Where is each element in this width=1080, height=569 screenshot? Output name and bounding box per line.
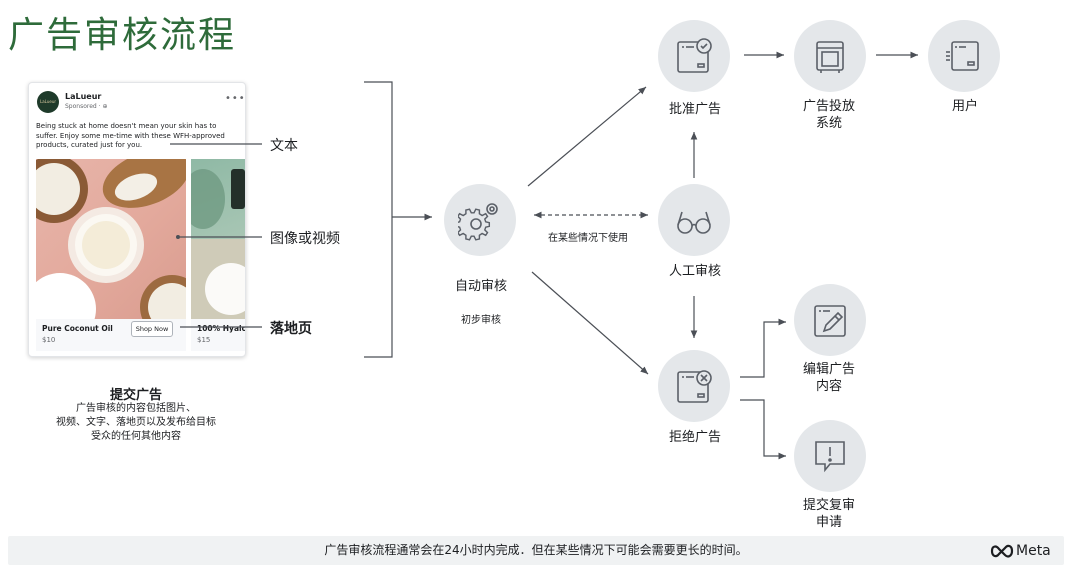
product-price-1: $10 [42, 336, 56, 344]
meta-logo-text: Meta [1016, 543, 1051, 559]
submit-desc-line-3: 受众的任何其他内容 [91, 431, 181, 442]
auto-review-sublabel: 初步审核 [461, 315, 501, 326]
ad-delivery-line-1: 广告投放 [802, 99, 855, 114]
meta-logo: Meta [990, 540, 1051, 562]
shop-now-button[interactable]: Shop Now [131, 321, 173, 337]
approve-ad-label: 批准广告 [668, 102, 721, 117]
exclamation-icon [815, 441, 845, 473]
manual-review-label: 人工审核 [668, 264, 721, 279]
product-name-2: 100% Hyalo [197, 324, 246, 333]
arrow-reject-appeal [740, 399, 786, 460]
auto-review-label: 自动审核 [454, 279, 507, 294]
submit-ad-title: 提交广告 [109, 388, 162, 403]
product-name-1: Pure Coconut Oil [42, 324, 113, 333]
edit-ad-node [794, 284, 866, 356]
ad-brand-name: LaLueur [65, 92, 102, 101]
product-image-coconut-oil [36, 159, 186, 319]
approve-ad-node [658, 20, 730, 92]
footer-note: 广告审核流程通常会在24小时内完成．但在某些情况下可能会需要更长的时间。 [324, 543, 748, 557]
more-options-icon[interactable]: ••• [225, 93, 246, 104]
auto-review-node [444, 184, 516, 256]
pencil-icon [814, 305, 846, 337]
ad-body-text: Being stuck at home doesn't mean your sk… [36, 122, 225, 149]
window-icon [946, 41, 979, 71]
page-title: 广告审核流程 [8, 15, 237, 56]
submit-desc-line-1: 广告审核的内容包括图片、 [76, 403, 196, 414]
sponsored-label: Sponsored · ⊕ [65, 103, 108, 110]
glasses-icon [677, 211, 711, 234]
product-image-hyaluronic [191, 159, 245, 319]
avatar: LaLueur [37, 91, 59, 113]
submit-ad-description: 广告审核的内容包括图片、 视频、文字、落地页以及发布给目标 受众的任何其他内容 [28, 402, 244, 444]
ad-delivery-line-2: 系统 [815, 116, 842, 131]
annotation-media: 图像或视频 [270, 231, 340, 247]
ad-delivery-label: 广告投放 系统 [784, 98, 874, 132]
edit-ad-line-2: 内容 [815, 379, 842, 394]
annotation-landing-page: 落地页 [270, 321, 312, 337]
appeal-line-1: 提交复审 [802, 498, 855, 513]
ad-delivery-node [794, 20, 866, 92]
reject-ad-label: 拒绝广告 [668, 430, 721, 445]
arrow-auto-approve [527, 86, 647, 187]
submit-desc-line-2: 视频、文字、落地页以及发布给目标 [56, 417, 216, 428]
appeal-line-2: 申请 [815, 515, 842, 530]
arrow-auto-reject [531, 271, 649, 375]
appeal-node [794, 420, 866, 492]
user-node [928, 20, 1000, 92]
ad-preview-card: LaLueur LaLueur Sponsored · ⊕ ••• Being … [28, 82, 246, 357]
edit-ad-label: 编辑广告 内容 [784, 361, 874, 395]
sometimes-used-label: 在某些情况下使用 [548, 233, 628, 244]
manual-review-node [658, 184, 730, 256]
appeal-label: 提交复审 申请 [784, 497, 874, 531]
server-icon [816, 41, 844, 73]
reject-ad-node [658, 350, 730, 422]
product-price-2: $15 [197, 336, 211, 344]
user-label: 用户 [951, 99, 978, 114]
edit-ad-line-1: 编辑广告 [802, 362, 855, 377]
annotation-text: 文本 [270, 138, 298, 154]
meta-infinity-icon [990, 544, 1014, 558]
window-x-icon [677, 370, 712, 403]
product-footer-2[interactable]: 100% Hyalo $15 [191, 319, 246, 351]
footer-bar [8, 536, 1064, 565]
window-check-icon [677, 38, 712, 73]
bracket [364, 81, 393, 358]
arrow-reject-edit [740, 318, 786, 378]
gear-icon [458, 203, 498, 241]
